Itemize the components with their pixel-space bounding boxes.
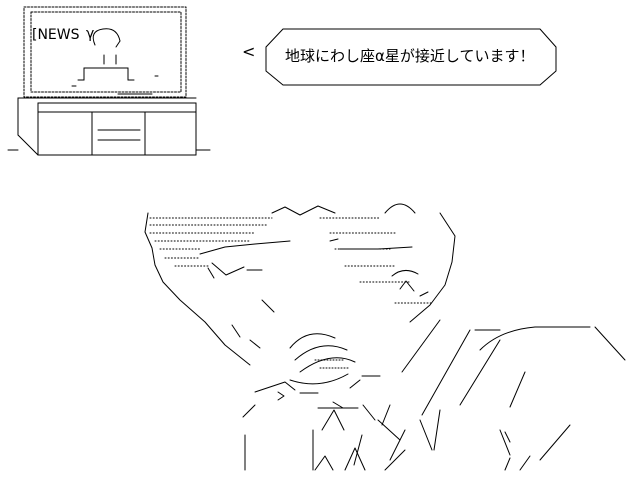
tv-cabinet — [7, 97, 211, 156]
dotted-head — [144, 203, 456, 366]
newscaster-figure — [71, 28, 159, 95]
body-lines — [244, 401, 531, 471]
tv-screen-label-decor: γ — [86, 26, 95, 42]
speech-text: 地球にわし座α星が接近しています！ — [285, 47, 535, 65]
speech-bubble-outline — [265, 28, 557, 86]
tv-screen-news-label: [NEWS — [32, 27, 80, 43]
tv-set — [7, 6, 211, 156]
right-arm-lines — [401, 319, 626, 461]
hand-shape — [242, 333, 381, 418]
tv-frame-inner — [30, 11, 182, 93]
tv-frame-outer — [23, 6, 187, 98]
speech-arrow: < — [242, 42, 256, 61]
